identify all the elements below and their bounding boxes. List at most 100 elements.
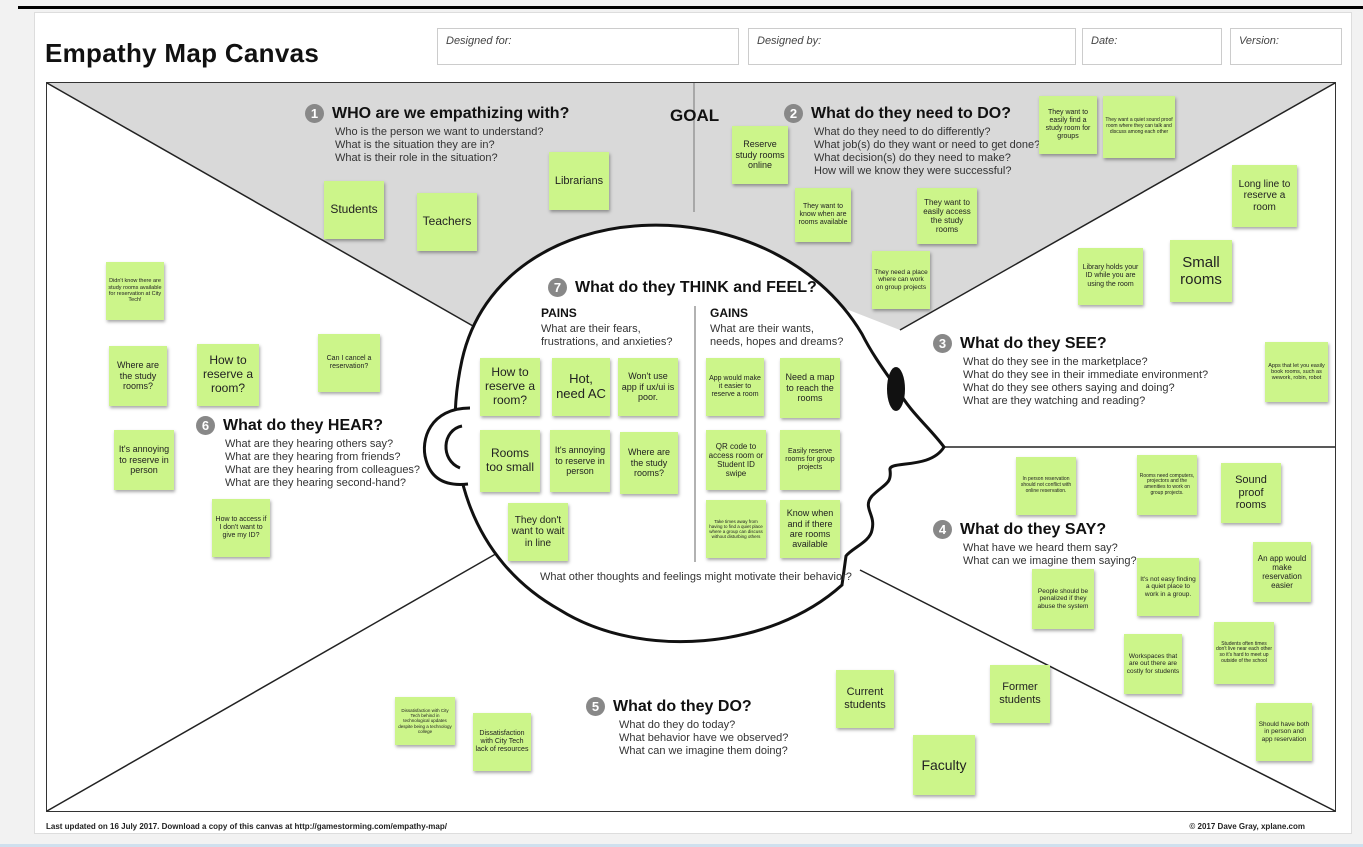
section-do-line: What do they do today?: [619, 719, 736, 731]
sticky-note[interactable]: Faculty: [913, 735, 975, 795]
empathy-map-frame: [46, 82, 1336, 812]
sticky-note[interactable]: Didn't know there are study rooms availa…: [106, 262, 164, 320]
sticky-note[interactable]: Take times away from having to find a qu…: [706, 500, 766, 558]
gains-line: needs, hopes and dreams?: [710, 336, 844, 348]
section-do-need-line: What job(s) do they want or need to get …: [814, 139, 1041, 151]
section-say-title: What do they SAY?: [960, 520, 1107, 538]
version-label: Version:: [1239, 35, 1279, 47]
sticky-note[interactable]: Need a map to reach the rooms: [780, 358, 840, 418]
sticky-note[interactable]: Current students: [836, 670, 894, 728]
sticky-note[interactable]: How to reserve a room?: [480, 358, 540, 416]
sticky-note[interactable]: It's annoying to reserve in person: [114, 430, 174, 490]
sticky-note[interactable]: People should be penalized if they abuse…: [1032, 569, 1094, 629]
sticky-note[interactable]: Reserve study rooms online: [732, 126, 788, 184]
pains-title: PAINS: [541, 306, 577, 320]
section-do-line: What behavior have we observed?: [619, 732, 789, 744]
sticky-note[interactable]: Dissatisfaction with City Tech behind in…: [395, 697, 455, 745]
section-see-line: What do they see in the marketplace?: [963, 356, 1148, 368]
section-see-line: What are they watching and reading?: [963, 395, 1146, 407]
section-hear-line: What are they hearing from colleagues?: [225, 464, 421, 476]
section-do-title: What do they DO?: [613, 697, 752, 715]
section-think-title: What do they THINK and FEEL?: [575, 278, 817, 296]
section-number-3: 3: [933, 334, 952, 353]
sticky-note[interactable]: They want to easily find a study room fo…: [1039, 96, 1097, 154]
sticky-note[interactable]: They want to easily access the study roo…: [917, 188, 977, 244]
eye-icon: [887, 367, 905, 411]
section-who-line: Who is the person we want to understand?: [335, 126, 544, 138]
pains-description: What are their fears, frustrations, and …: [541, 323, 672, 349]
section-number-6: 6: [196, 416, 215, 435]
sticky-note[interactable]: Dissatisfaction with City Tech lack of r…: [473, 713, 531, 771]
sticky-note[interactable]: An app would make reservation easier: [1253, 542, 1311, 602]
section-do-need-title: What do they need to DO?: [811, 104, 1011, 122]
pains-line: frustrations, and anxieties?: [541, 336, 673, 348]
sticky-note[interactable]: It's not easy finding a quiet place to w…: [1137, 558, 1199, 616]
sticky-note[interactable]: They don't want to wait in line: [508, 503, 568, 561]
section-who-title: WHO are we empathizing with?: [332, 104, 570, 122]
top-border: [18, 6, 1363, 9]
sticky-note[interactable]: Should have both in person and app reser…: [1256, 703, 1312, 761]
sticky-note[interactable]: Small rooms: [1170, 240, 1232, 302]
sticky-note[interactable]: QR code to access room or Student ID swi…: [706, 430, 766, 490]
designed-by-field[interactable]: Designed by:: [748, 28, 1076, 65]
sticky-note[interactable]: They want a quiet sound proof room where…: [1103, 96, 1175, 158]
diagonal-top-right: [899, 82, 1336, 331]
designed-by-label: Designed by:: [757, 35, 822, 47]
sticky-note[interactable]: Students often times don't live near eac…: [1214, 622, 1274, 684]
sticky-note[interactable]: They want to know when are rooms availab…: [795, 188, 851, 242]
sticky-note[interactable]: Where are the study rooms?: [620, 432, 678, 494]
sticky-note[interactable]: Library holds your ID while you are usin…: [1078, 248, 1143, 305]
sticky-note[interactable]: Long line to reserve a room: [1232, 165, 1297, 227]
sticky-note[interactable]: Librarians: [549, 152, 609, 210]
sticky-note[interactable]: Teachers: [417, 193, 477, 251]
section-say-line: What can we imagine them saying?: [963, 555, 1137, 567]
section-see-title: What do they SEE?: [960, 334, 1107, 352]
sticky-note[interactable]: Rooms too small: [480, 430, 540, 492]
section-hear-line: What are they hearing others say?: [225, 438, 394, 450]
sticky-note[interactable]: Sound proof rooms: [1221, 463, 1281, 523]
sticky-note[interactable]: How to reserve a room?: [197, 344, 259, 406]
sticky-note[interactable]: It's annoying to reserve in person: [550, 430, 610, 492]
version-field[interactable]: Version:: [1230, 28, 1342, 65]
sticky-note[interactable]: Students: [324, 181, 384, 239]
section-do-need-line: How will we know they were successful?: [814, 165, 1012, 177]
section-see-line: What do they see in their immediate envi…: [963, 369, 1209, 381]
sticky-note[interactable]: Easily reserve rooms for group projects: [780, 430, 840, 490]
sticky-note[interactable]: Where are the study rooms?: [109, 346, 167, 406]
page-title: Empathy Map Canvas: [45, 38, 320, 68]
section-see: 3 What do they SEE? What do they see in t…: [933, 334, 1208, 408]
sticky-note[interactable]: Hot, need AC: [552, 358, 610, 416]
sticky-note[interactable]: Apps that let you easily book rooms, suc…: [1265, 342, 1328, 402]
section-say-line: What have we heard them say?: [963, 542, 1118, 554]
section-number-1: 1: [305, 104, 324, 123]
bottom-edge: [0, 844, 1363, 847]
sticky-note[interactable]: Can I cancel a reservation?: [318, 334, 380, 392]
think-feel-footer: What other thoughts and feelings might m…: [540, 571, 852, 583]
sticky-note[interactable]: How to access if I don't want to give my…: [212, 499, 270, 557]
sticky-note[interactable]: In person reservation should not conflic…: [1016, 457, 1076, 515]
section-do-need-line: What do they need to do differently?: [814, 126, 991, 138]
section-see-line: What do they see others saying and doing…: [963, 382, 1175, 394]
section-number-4: 4: [933, 520, 952, 539]
date-field[interactable]: Date:: [1082, 28, 1222, 65]
sticky-note[interactable]: Former students: [990, 665, 1050, 723]
date-label: Date:: [1091, 35, 1118, 47]
goal-label: GOAL: [670, 106, 720, 125]
section-hear-line: What are they hearing from friends?: [225, 451, 401, 463]
sticky-note[interactable]: Know when and if there are rooms availab…: [780, 500, 840, 558]
diagonal-top-left: [46, 82, 481, 331]
pains-line: What are their fears,: [541, 323, 641, 335]
section-who-line: What is their role in the situation?: [335, 152, 498, 164]
designed-for-field[interactable]: Designed for:: [437, 28, 739, 65]
sticky-note[interactable]: Won't use app if ux/ui is poor.: [618, 358, 678, 416]
sticky-note[interactable]: Workspaces that are out there are costly…: [1124, 634, 1182, 694]
sticky-note[interactable]: Rooms need computers, projectors and the…: [1137, 455, 1197, 515]
sticky-note[interactable]: They need a place where can work on grou…: [872, 251, 930, 309]
gains-title: GAINS: [710, 306, 749, 320]
sticky-note[interactable]: App would make it easier to reserve a ro…: [706, 358, 764, 416]
section-who: 1 WHO are we empathizing with? Who is the…: [305, 104, 569, 165]
